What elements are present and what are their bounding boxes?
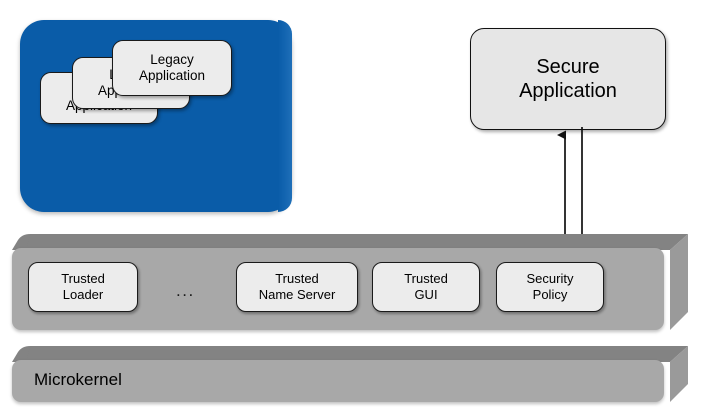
services-ellipsis: ... — [176, 281, 195, 300]
kernel-slab-3d-faces — [12, 346, 688, 402]
microkernel-label: Microkernel — [34, 370, 122, 389]
kernel-slab-front-face — [12, 360, 664, 402]
legacy-os-side-face — [278, 20, 292, 212]
microkernel-layer: Microkernel — [12, 344, 690, 402]
services-slab-3d-faces — [12, 234, 688, 330]
